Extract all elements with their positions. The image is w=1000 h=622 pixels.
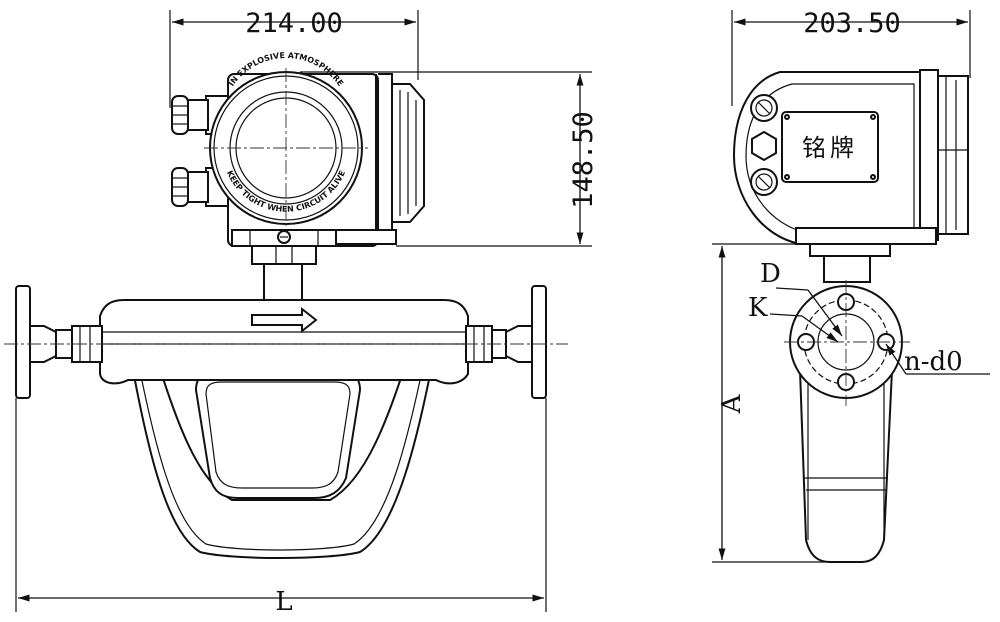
measuring-tube-loop xyxy=(126,343,438,559)
flange-callouts: D K n-d0 xyxy=(748,259,990,377)
sensor-neck-side xyxy=(823,255,871,283)
dim-side-width: 203.50 xyxy=(731,8,971,106)
dim-front-width-label: 214.00 xyxy=(245,8,343,39)
nameplate-text: 铭牌 xyxy=(802,134,858,162)
flange-left xyxy=(15,285,103,399)
dim-front-height: 148.50 xyxy=(300,71,599,247)
cable-gland-side-bottom xyxy=(750,168,778,196)
tube-loop-side xyxy=(798,369,894,563)
dim-front-width: 214.00 xyxy=(169,8,419,108)
front-view: 214.00 148.50 xyxy=(4,8,599,617)
flange-face xyxy=(784,280,910,406)
cable-gland-side-top xyxy=(750,94,778,122)
flange-right xyxy=(465,285,547,399)
flow-direction-arrow xyxy=(251,306,318,334)
sensor-neck xyxy=(251,245,317,305)
dim-front-length-label: L xyxy=(275,587,292,617)
label-bolt-circle: K xyxy=(748,293,768,323)
dim-front-height-label: 148.50 xyxy=(568,111,599,209)
label-flange-diameter: D xyxy=(760,259,781,289)
dim-side-height: A xyxy=(712,243,830,563)
display-cover: IN EXPLOSIVE ATMOSPHERE KEEP TIGHT WHEN … xyxy=(204,51,368,226)
manifold-body xyxy=(99,299,469,385)
label-bolt-holes: n-d0 xyxy=(904,347,963,377)
dim-side-height-label: A xyxy=(717,393,747,414)
nameplate: 铭牌 xyxy=(781,111,879,183)
dim-front-length: L xyxy=(15,398,547,617)
hex-plug-side xyxy=(751,130,777,162)
dim-side-width-label: 203.50 xyxy=(803,8,901,39)
side-view: 203.50 铭牌 xyxy=(712,8,990,563)
